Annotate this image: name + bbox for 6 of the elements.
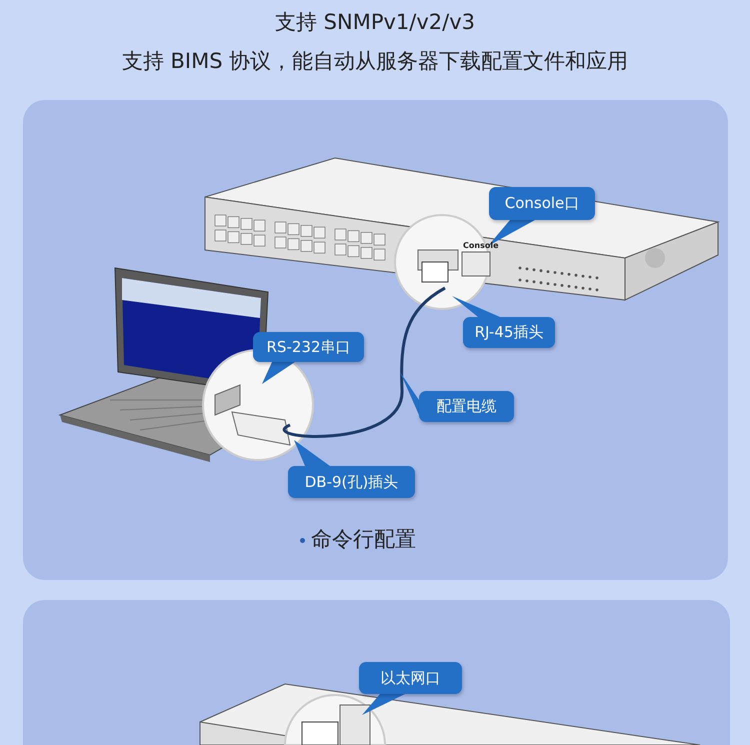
panel-card bbox=[23, 100, 728, 580]
caption-text: 命令行配置 bbox=[311, 526, 416, 553]
heading-text: 支持 BIMS 协议，能自动从服务器下载配置文件和应用 bbox=[120, 48, 630, 75]
heading-text: 支持 SNMPv1/v2/v3 bbox=[274, 9, 476, 36]
port-label: Console bbox=[463, 241, 498, 250]
panel-card bbox=[23, 600, 730, 745]
